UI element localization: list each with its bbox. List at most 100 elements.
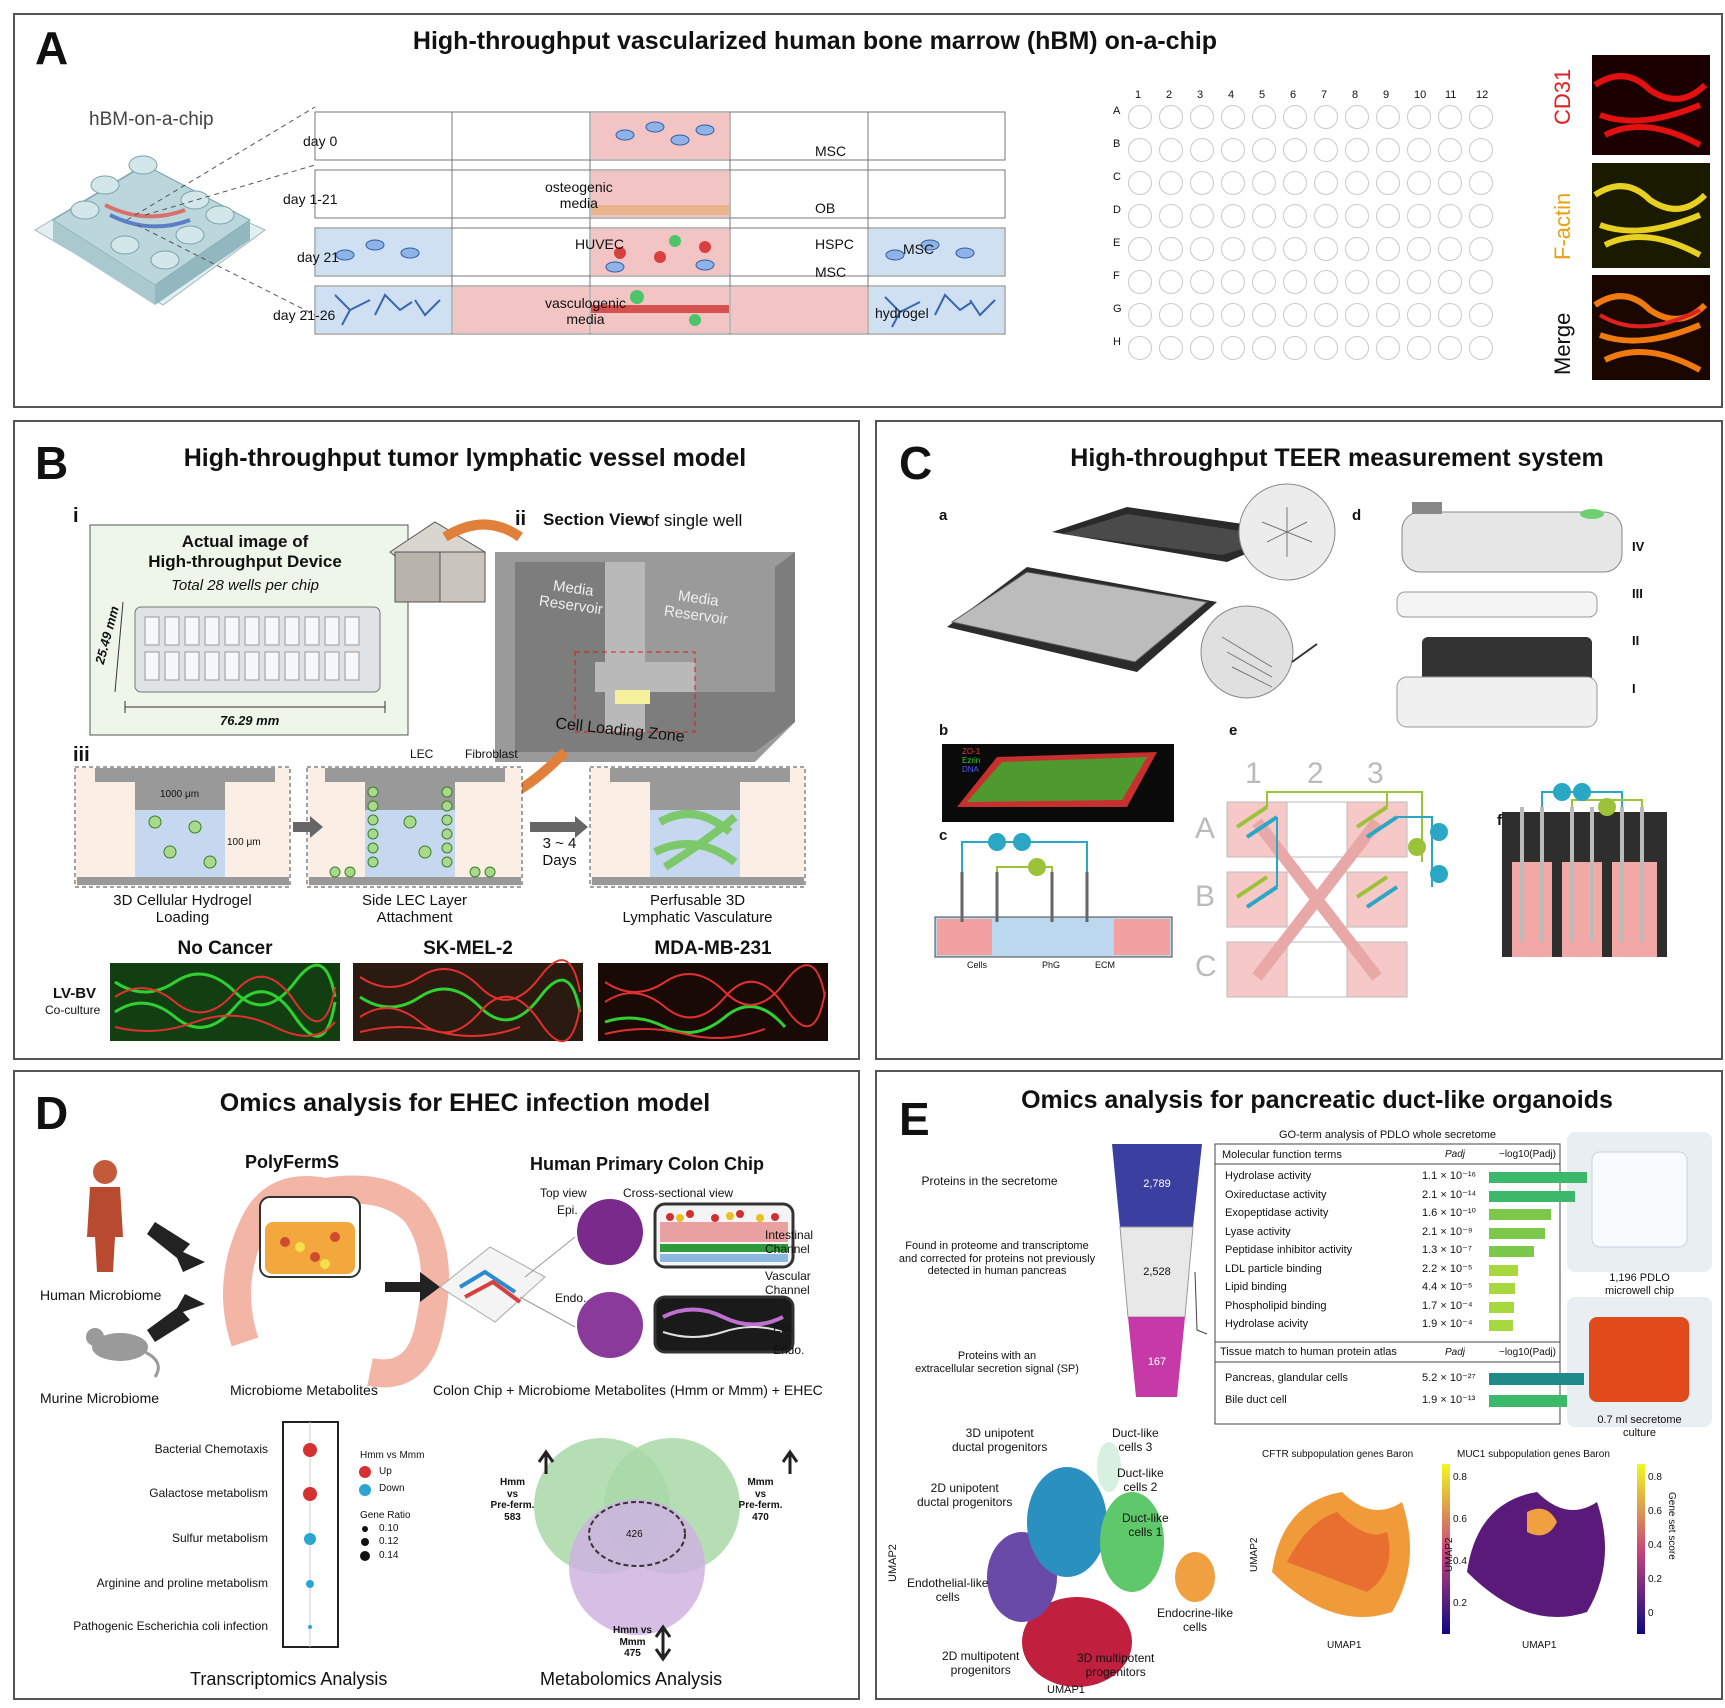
dim-w: 76.29 mm: [220, 713, 280, 728]
cond-no-cancer: No Cancer: [177, 938, 273, 959]
umap-label-3: 2D multipotent progenitors: [942, 1649, 1020, 1677]
panel-d-label: D: [35, 1087, 69, 1139]
section-rest: of single well: [645, 511, 743, 530]
cb2-3: 0.2: [1648, 1574, 1662, 1585]
plate-col-label: 7: [1321, 89, 1328, 101]
plate-col-label: 2: [1166, 89, 1173, 101]
plate-row-label: F: [1113, 270, 1120, 282]
cb1-0: 0.8: [1453, 1472, 1467, 1483]
plate-well: [1376, 138, 1400, 162]
legend-title: Hmm vs Mmm: [360, 1450, 425, 1461]
layer-ii: II: [1632, 633, 1640, 648]
go-term-name: LDL particle binding: [1225, 1262, 1322, 1275]
go-term-padj: 1.3 × 10⁻⁷: [1422, 1244, 1472, 1256]
c-sub-d: d: [1352, 507, 1362, 524]
tissue-term-bar: [1489, 1395, 1567, 1407]
plate-well: [1469, 171, 1493, 195]
plate-col-label: 1: [1135, 89, 1142, 101]
cb2-4: 0: [1648, 1608, 1654, 1619]
go-term-bar: [1489, 1320, 1513, 1331]
plate-well: [1376, 237, 1400, 261]
go-term-name: Oxireductase activity: [1225, 1188, 1327, 1201]
layer-iii: III: [1632, 586, 1643, 601]
tissue-term-padj: 1.9 × 10⁻¹³: [1422, 1394, 1476, 1406]
plate-well: [1345, 138, 1369, 162]
nlog-header: −log10(Padj): [1499, 1149, 1556, 1160]
go-term-bar: [1489, 1301, 1514, 1313]
plate-well: [1283, 270, 1307, 294]
plate-well: [1159, 303, 1183, 327]
plate-col-label: 4: [1228, 89, 1235, 101]
umap-label-6: Duct-like cells 2: [1117, 1466, 1164, 1494]
go-term-padj: 2.2 × 10⁻⁵: [1422, 1262, 1473, 1275]
panel-d: D Omics analysis for EHEC infection mode…: [13, 1070, 860, 1700]
plate-well: [1190, 336, 1214, 360]
panel-a: A High-throughput vascularized human bon…: [13, 13, 1723, 408]
plate-well: [1438, 171, 1462, 195]
muc1-title: MUC1 subpopulation genes Baron: [1457, 1449, 1610, 1460]
plate-well: [1345, 204, 1369, 228]
plate-well: [1469, 204, 1493, 228]
plate-well: [1190, 303, 1214, 327]
cb1-3: 0.2: [1453, 1598, 1467, 1609]
plate-well: [1283, 336, 1307, 360]
umap-label-0: 3D unipotent ductal progenitors: [952, 1426, 1048, 1454]
plate-well: [1376, 303, 1400, 327]
plate-well: [1283, 303, 1307, 327]
muc1-umap1: UMAP1: [1522, 1640, 1557, 1651]
cftr-title: CFTR subpopulation genes Baron: [1262, 1449, 1414, 1460]
days-label: 3 ~ 4 Days: [542, 835, 577, 870]
umap-label-7: Duct-like cells 1: [1122, 1511, 1169, 1539]
cftr-umap1: UMAP1: [1327, 1640, 1362, 1651]
grid-row-c: C: [1195, 950, 1217, 983]
plate-well: [1345, 105, 1369, 129]
funnel-val-1: 2,528: [1143, 1266, 1171, 1278]
panel-d-title: Omics analysis for EHEC infection model: [219, 1089, 711, 1117]
go-term-name: Exopeptidase activity: [1225, 1207, 1329, 1219]
term-2: Sulfur metabolism: [171, 1531, 268, 1545]
go-term-name: Lyase activity: [1225, 1225, 1291, 1238]
step-3: Perfusable 3D Lymphatic Vasculature: [622, 892, 773, 927]
plate-well: [1252, 237, 1276, 261]
tissue-term-name: Pancreas, glandular cells: [1225, 1372, 1348, 1384]
day-label-2: day 21: [297, 249, 340, 265]
term-1: Galactose metabolism: [149, 1486, 268, 1500]
day-label-0: day 0: [303, 133, 338, 149]
plate-col-label: 5: [1259, 89, 1266, 101]
lvbv-label: LV-BV: [53, 985, 97, 1002]
plate-well: [1221, 270, 1245, 294]
plate-well: [1221, 171, 1245, 195]
tissue-term-bar: [1489, 1373, 1584, 1385]
plate-well: [1407, 138, 1431, 162]
plate-well: [1252, 138, 1276, 162]
plate-well: [1407, 303, 1431, 327]
plate-well: [1469, 270, 1493, 294]
step-1: 3D Cellular Hydrogel Loading: [113, 892, 252, 927]
go-term-bar: [1489, 1172, 1587, 1183]
plate-row-label: E: [1113, 237, 1121, 249]
panel-e-title: Omics analysis for pancreatic duct-like …: [1021, 1086, 1613, 1114]
plate-well: [1438, 105, 1462, 129]
chip-name: hBM-on-a-chip: [89, 109, 214, 130]
wells-label: Total 28 wells per chip: [171, 577, 319, 594]
osteo-label: osteogenic media: [545, 179, 613, 212]
plate-well: [1221, 336, 1245, 360]
msc-label-1: MSC: [815, 143, 847, 159]
stain-ezrin: Ezrin: [962, 756, 981, 765]
nlog-header-2: −log10(Padj): [1499, 1347, 1556, 1358]
plate-well: [1221, 237, 1245, 261]
endo2-label: Endo.: [773, 1343, 805, 1357]
gr-2: 0.14: [379, 1550, 399, 1561]
plate-well: [1407, 237, 1431, 261]
go-title: GO-term analysis of PDLO whole secretome: [1278, 1129, 1497, 1141]
go-term-bar: [1489, 1264, 1519, 1276]
epi2-label: Epi.: [773, 1321, 794, 1335]
plate-row-label: B: [1113, 138, 1121, 150]
plate-well: [1345, 303, 1369, 327]
plate-row-label: D: [1113, 204, 1121, 216]
b-ii-label: ii: [515, 508, 527, 530]
plate-well: [1283, 171, 1307, 195]
plate-well: [1252, 336, 1276, 360]
endo-label: Endo.: [555, 1291, 587, 1305]
